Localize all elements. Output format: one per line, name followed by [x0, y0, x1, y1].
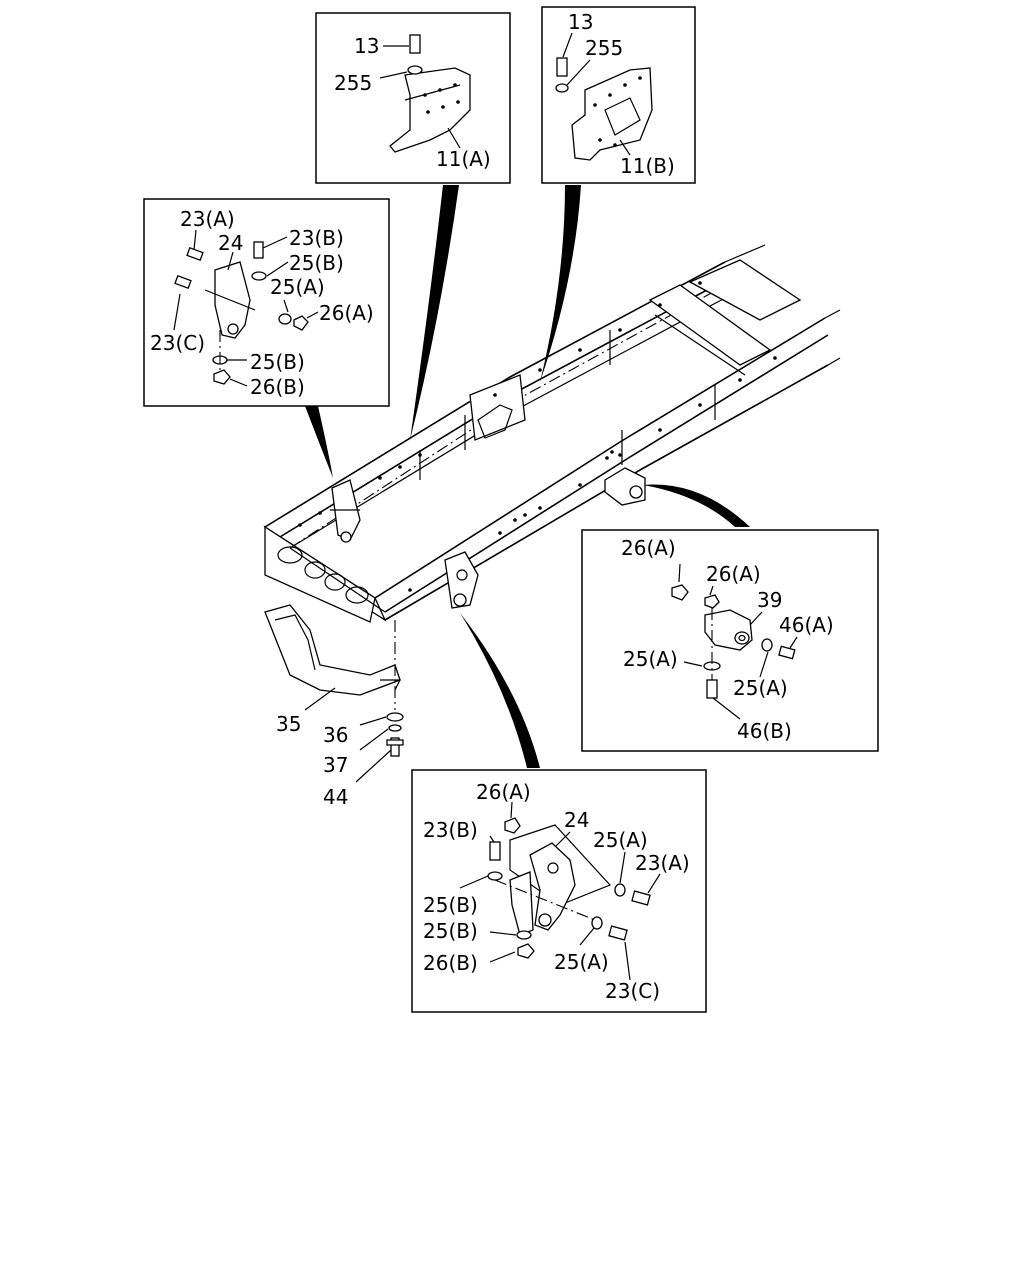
label-23a: 23(A) — [635, 851, 690, 875]
inset-bracket-11a: 13 255 11(A) — [315, 12, 511, 184]
label-26b: 26(B) — [250, 375, 305, 399]
label-44: 44 — [323, 785, 348, 809]
label-13: 13 — [354, 34, 379, 58]
label-46b: 46(B) — [737, 719, 792, 743]
inset-mount-39: 26(A) 26(A) 39 46(A) 25(A) 25(A) 46(B) — [581, 529, 879, 752]
crossmember-35 — [264, 604, 401, 710]
crossmember-labels: 35 36 37 44 — [276, 712, 348, 809]
label-23c: 23(C) — [150, 331, 205, 355]
label-25b-2: 25(B) — [423, 919, 478, 943]
label-35: 35 — [276, 712, 301, 736]
rivet-holes — [298, 281, 777, 592]
label-11b: 11(B) — [620, 154, 675, 178]
label-26b: 26(B) — [423, 951, 478, 975]
label-23a: 23(A) — [180, 207, 235, 231]
label-24: 24 — [564, 808, 589, 832]
crossmember-leaders — [304, 687, 392, 783]
label-25a-1: 25(A) — [593, 828, 648, 852]
label-25a-2: 25(A) — [554, 950, 609, 974]
label-25b-1: 25(B) — [423, 893, 478, 917]
label-36: 36 — [323, 723, 348, 747]
label-26a-1: 26(A) — [621, 536, 676, 560]
label-25a-1: 25(A) — [623, 647, 678, 671]
label-255: 255 — [334, 71, 372, 95]
label-24: 24 — [218, 231, 243, 255]
inset-front-bracket: 23(A) 24 23(B) 25(B) 25(A) 26(A) 23(C) 2… — [143, 198, 390, 407]
label-26a: 26(A) — [319, 301, 374, 325]
label-255: 255 — [585, 36, 623, 60]
label-25a: 25(A) — [270, 275, 325, 299]
label-25b-lower: 25(B) — [250, 350, 305, 374]
label-46a: 46(A) — [779, 613, 834, 637]
label-25b: 25(B) — [289, 251, 344, 275]
label-11a: 11(A) — [436, 147, 491, 171]
frame-bracket-front — [330, 479, 361, 543]
frame-bracket-spring — [444, 551, 479, 609]
label-26a-2: 26(A) — [706, 562, 761, 586]
label-23b: 23(B) — [423, 818, 478, 842]
inset-bracket-11b: 13 255 11(B) — [541, 6, 696, 184]
callout-pointers — [305, 185, 750, 768]
label-37: 37 — [323, 753, 348, 777]
label-25a-2: 25(A) — [733, 676, 788, 700]
label-26a: 26(A) — [476, 780, 531, 804]
label-13: 13 — [568, 10, 593, 34]
frame-bracket-rear — [604, 467, 646, 506]
inset-spring-bracket: 26(A) 24 23(B) 25(A) 23(A) 25(B) 25(B) 2… — [411, 769, 707, 1013]
label-39: 39 — [757, 588, 782, 612]
label-23c: 23(C) — [605, 979, 660, 1003]
crossmember-fasteners — [386, 712, 404, 757]
label-23b: 23(B) — [289, 226, 344, 250]
